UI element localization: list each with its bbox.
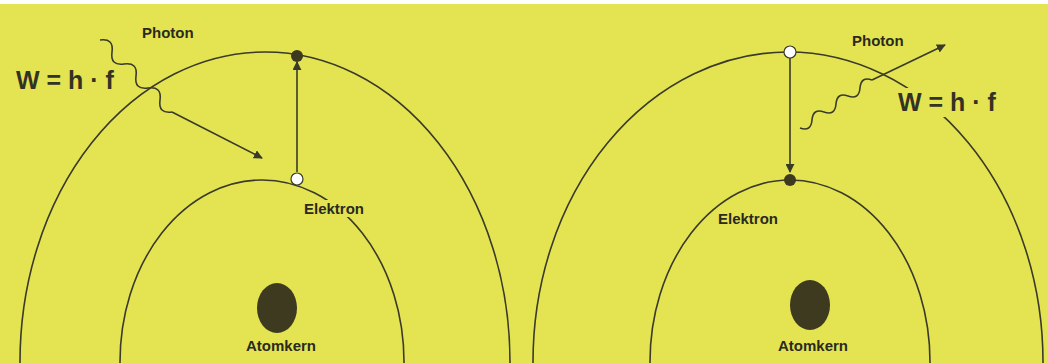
photon-arrow [172, 112, 262, 158]
energy-formula: W = h · f [14, 66, 116, 95]
outer-orbit [533, 52, 1043, 363]
photon-label: Photon [140, 24, 196, 41]
energy-formula: W = h · f [896, 88, 998, 117]
nucleus-label: Atomkern [244, 337, 318, 354]
empty-electron [291, 173, 303, 185]
photon-label: Photon [850, 32, 906, 49]
photon-wave [800, 79, 872, 129]
transition-arrow [296, 62, 298, 172]
nucleus-label: Atomkern [776, 337, 850, 354]
nucleus [790, 280, 830, 330]
electron [784, 174, 796, 186]
inner-orbit [650, 180, 930, 363]
inner-orbit [120, 180, 404, 363]
transition-arrow [789, 58, 791, 172]
top-border [0, 0, 1048, 4]
outer-orbit [20, 52, 510, 363]
empty-electron [784, 46, 796, 58]
electron-label: Elektron [716, 210, 780, 227]
nucleus [257, 283, 297, 333]
electron [291, 50, 303, 62]
photon-arrow [872, 45, 945, 80]
electron-label: Elektron [302, 200, 366, 217]
